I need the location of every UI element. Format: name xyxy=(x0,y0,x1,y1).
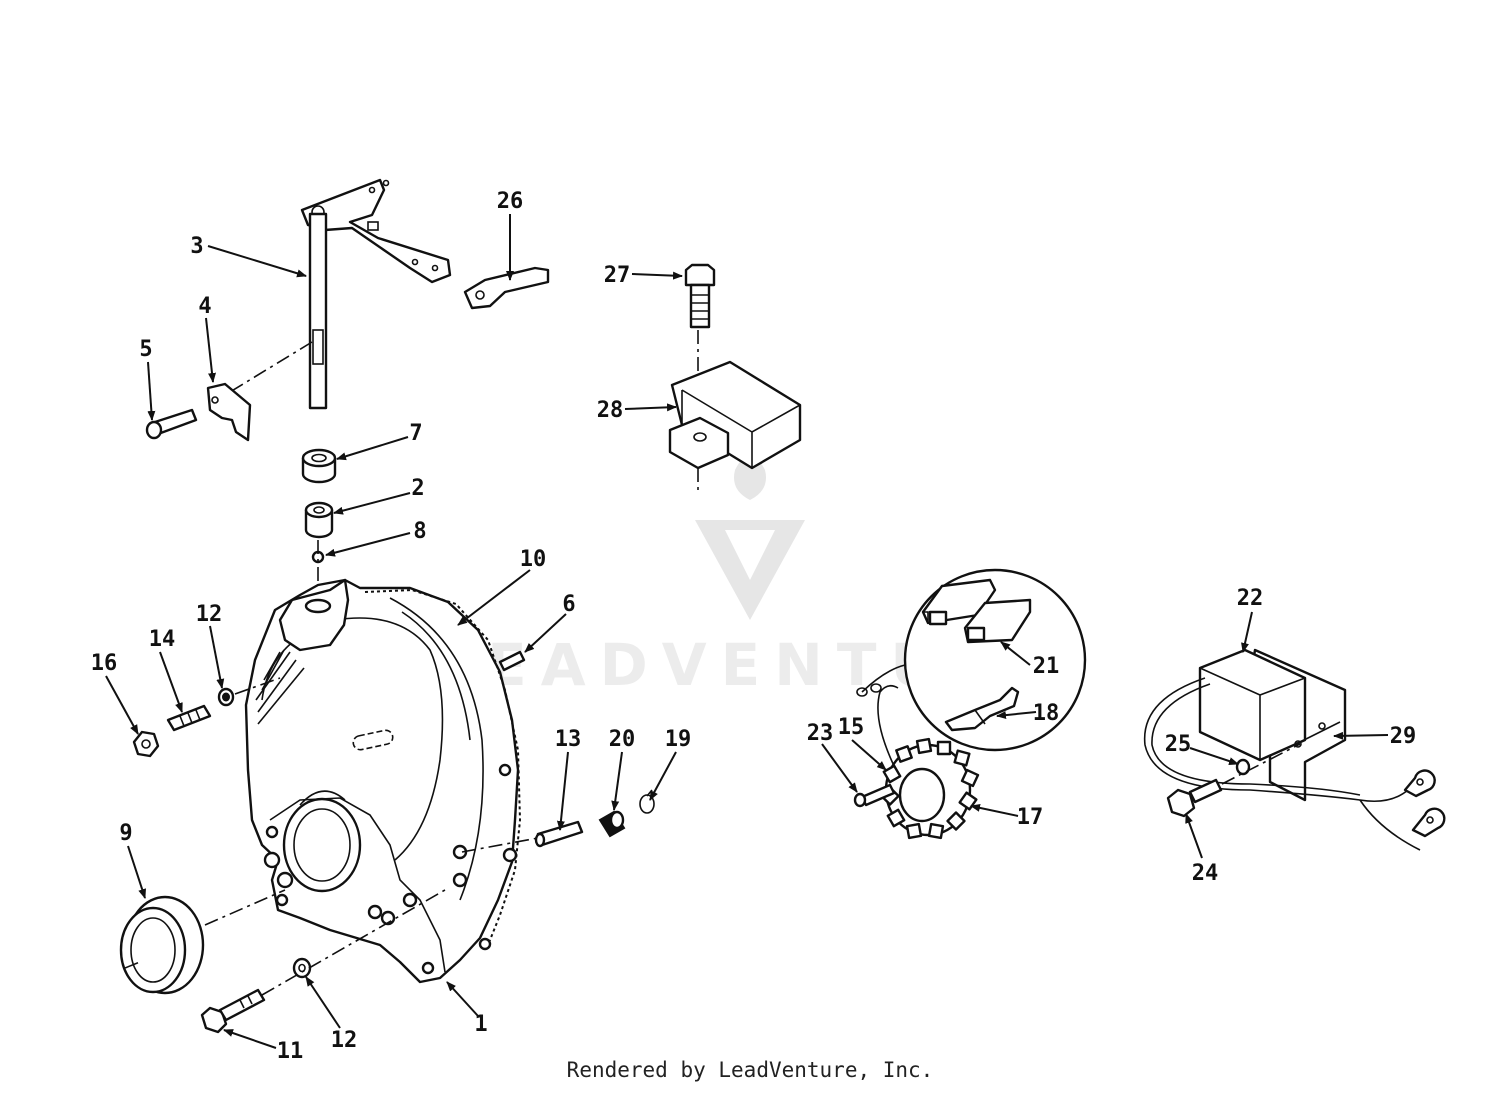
callout-6: 6 xyxy=(562,592,575,617)
part-stud-14 xyxy=(166,704,212,732)
callout-29: 29 xyxy=(1390,724,1417,749)
callout-11: 11 xyxy=(277,1039,304,1064)
centerline-shaft-to-clip xyxy=(229,341,313,393)
part-nut-16 xyxy=(132,730,160,758)
centerline-stud xyxy=(234,677,281,695)
part-wire-harness xyxy=(1143,677,1446,851)
part-ignition-module xyxy=(1198,648,1347,802)
part-dowel-13 xyxy=(534,820,584,848)
part-oil-seal xyxy=(119,895,205,995)
callout-17: 17 xyxy=(1017,805,1044,830)
callout-28: 28 xyxy=(597,398,624,423)
callout-2: 2 xyxy=(411,476,424,501)
callout-labels: 3 26 27 28 4 5 7 2 8 10 6 12 14 16 9 11 … xyxy=(91,189,1417,1064)
part-bolt-27 xyxy=(684,263,716,329)
callout-19: 19 xyxy=(665,727,692,752)
callout-8: 8 xyxy=(413,519,426,544)
callout-4: 4 xyxy=(198,294,211,319)
part-governor-shaft xyxy=(300,178,452,410)
part-linkage-clip xyxy=(463,266,550,310)
callout-16: 16 xyxy=(91,651,118,676)
centerline-bolt-24 xyxy=(1221,743,1301,785)
part-rectifier-28 xyxy=(668,360,802,470)
callout-26: 26 xyxy=(497,189,524,214)
callout-10: 10 xyxy=(520,547,547,572)
leader-lines xyxy=(105,214,1389,1049)
callout-12-upper: 12 xyxy=(196,602,223,627)
part-clip-19 xyxy=(639,789,655,814)
centerline-dowel xyxy=(461,837,539,853)
centerline-seal xyxy=(204,889,286,926)
callout-9: 9 xyxy=(119,821,132,846)
callout-3: 3 xyxy=(190,234,203,259)
callout-12-lower: 12 xyxy=(331,1028,358,1053)
part-washer-12-lower xyxy=(292,957,312,979)
callout-24: 24 xyxy=(1192,861,1219,886)
callout-25: 25 xyxy=(1165,732,1192,757)
callout-21: 21 xyxy=(1033,654,1060,679)
part-bolt-24 xyxy=(1166,778,1223,818)
callout-27: 27 xyxy=(604,263,631,288)
centerline-bolt-11 xyxy=(261,889,446,996)
part-retaining-plate xyxy=(206,382,252,442)
part-washer-12-upper xyxy=(217,687,235,707)
part-screw-23 xyxy=(853,783,896,808)
part-crankcase-cover xyxy=(244,578,522,984)
detail-circle-connectors xyxy=(903,568,1087,752)
centerline-seal-left xyxy=(124,961,141,969)
part-bolt-11 xyxy=(200,988,266,1034)
callout-5: 5 xyxy=(139,337,152,362)
callout-14: 14 xyxy=(149,627,176,652)
part-screw-5 xyxy=(145,408,198,440)
callout-23: 23 xyxy=(807,721,834,746)
part-plug-20 xyxy=(598,810,626,838)
part-pin-6 xyxy=(498,650,526,672)
callout-22: 22 xyxy=(1237,586,1264,611)
callout-20: 20 xyxy=(609,727,636,752)
callout-15: 15 xyxy=(838,715,865,740)
callout-1: 1 xyxy=(474,1012,487,1037)
footer-credit: Rendered by LeadVenture, Inc. xyxy=(566,1058,934,1082)
part-bushing-2 xyxy=(304,501,334,539)
part-washer-7 xyxy=(301,448,337,484)
callout-18: 18 xyxy=(1033,701,1060,726)
part-washer-25 xyxy=(1235,758,1251,776)
callout-7: 7 xyxy=(409,421,422,446)
callout-13: 13 xyxy=(555,727,582,752)
